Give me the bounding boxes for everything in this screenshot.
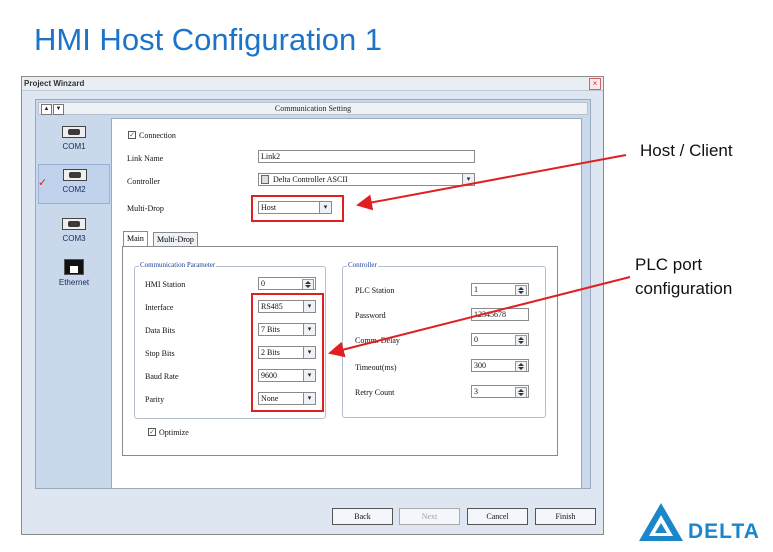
data-bits-label: Data Bits bbox=[145, 326, 175, 335]
serial-port-icon bbox=[63, 169, 87, 181]
hmi-station-input[interactable]: 0 bbox=[258, 277, 316, 290]
timeout-input[interactable]: 300 bbox=[471, 359, 529, 372]
communication-setting-label: Communication Setting bbox=[274, 104, 352, 113]
controller-value: Delta Controller ASCII bbox=[273, 175, 348, 184]
communication-setting-bar: ▲ ▼ Communication Setting bbox=[38, 102, 588, 115]
tab-main[interactable]: Main bbox=[123, 231, 148, 246]
multidrop-select[interactable]: Host ▾ bbox=[258, 201, 332, 214]
optimize-checkbox[interactable]: ✓ bbox=[148, 428, 156, 436]
spinner-icon[interactable] bbox=[515, 285, 527, 295]
finish-button[interactable]: Finish bbox=[535, 508, 596, 525]
interface-value: RS485 bbox=[261, 302, 283, 311]
cancel-button[interactable]: Cancel bbox=[467, 508, 528, 525]
chevron-down-icon[interactable]: ▾ bbox=[303, 301, 315, 312]
controller-label: Controller bbox=[127, 177, 160, 186]
plc-station-input[interactable]: 1 bbox=[471, 283, 529, 296]
link-name-label: Link Name bbox=[127, 154, 164, 163]
serial-port-icon bbox=[62, 126, 86, 138]
serial-port-icon bbox=[62, 218, 86, 230]
window-title-bar: Project Winzard × bbox=[22, 77, 603, 91]
multidrop-label: Multi-Drop bbox=[127, 204, 164, 213]
chevron-down-icon[interactable]: ▾ bbox=[303, 393, 315, 404]
next-button[interactable]: Next bbox=[399, 508, 460, 525]
parity-label: Parity bbox=[145, 395, 165, 404]
chevron-down-icon[interactable]: ▾ bbox=[303, 347, 315, 358]
group-title: Communication Parameter bbox=[139, 261, 217, 269]
port-com2[interactable]: ✓ COM2 bbox=[38, 164, 110, 204]
plc-station-value: 1 bbox=[474, 285, 478, 294]
data-bits-value: 7 Bits bbox=[261, 325, 280, 334]
port-label: COM1 bbox=[62, 142, 86, 151]
host-client-arrow bbox=[356, 154, 627, 211]
comm-delay-input[interactable]: 0 bbox=[471, 333, 529, 346]
password-label: Password bbox=[355, 311, 386, 320]
timeout-label: Timeout(ms) bbox=[355, 363, 397, 372]
baud-rate-value: 9600 bbox=[261, 371, 277, 380]
chevron-down-icon[interactable]: ▾ bbox=[303, 324, 315, 335]
stop-bits-label: Stop Bits bbox=[145, 349, 175, 358]
retry-count-value: 3 bbox=[474, 387, 478, 396]
plc-station-label: PLC Station bbox=[355, 286, 395, 295]
plc-port-arrow bbox=[328, 276, 631, 358]
password-input[interactable]: 12345678 bbox=[471, 308, 529, 321]
spinner-icon[interactable] bbox=[515, 387, 527, 397]
selected-check-icon: ✓ bbox=[38, 177, 48, 189]
close-icon[interactable]: × bbox=[589, 78, 601, 90]
slide-title: HMI Host Configuration 1 bbox=[34, 22, 383, 57]
interface-select[interactable]: RS485 ▾ bbox=[258, 300, 316, 313]
communication-parameter-group: Communication Parameter bbox=[134, 261, 326, 419]
data-bits-select[interactable]: 7 Bits ▾ bbox=[258, 323, 316, 336]
controller-select[interactable]: Delta Controller ASCII ▾ bbox=[258, 173, 475, 186]
chevron-down-icon[interactable]: ▾ bbox=[303, 370, 315, 381]
port-com3[interactable]: COM3 bbox=[38, 214, 110, 254]
stop-bits-value: 2 Bits bbox=[261, 348, 280, 357]
window-title: Project Winzard bbox=[24, 79, 85, 88]
spinner-icon[interactable] bbox=[302, 279, 314, 289]
connection-label: Connection bbox=[139, 131, 176, 140]
link-name-input[interactable]: Link2 bbox=[258, 150, 475, 163]
spinner-icon[interactable] bbox=[515, 361, 527, 371]
group-title: Controller bbox=[347, 261, 378, 269]
interface-label: Interface bbox=[145, 303, 174, 312]
parity-select[interactable]: None ▾ bbox=[258, 392, 316, 405]
multidrop-highlight bbox=[251, 195, 344, 222]
port-label: Ethernet bbox=[58, 278, 90, 287]
port-sidebar: COM1 ✓ COM2 COM3 Ethernet bbox=[38, 118, 110, 484]
chevron-down-icon[interactable]: ▾ bbox=[319, 202, 331, 213]
scroll-up-icon[interactable]: ▲ bbox=[41, 104, 52, 115]
delta-logo-text: DELTA bbox=[688, 520, 760, 543]
controller-device-icon bbox=[261, 175, 269, 184]
retry-count-input[interactable]: 3 bbox=[471, 385, 529, 398]
plc-port-annotation-line2: configuration bbox=[635, 279, 733, 298]
chevron-down-icon[interactable]: ▾ bbox=[462, 174, 474, 185]
host-client-annotation: Host / Client bbox=[640, 141, 733, 160]
plc-port-highlight bbox=[251, 293, 324, 412]
port-label: COM2 bbox=[62, 185, 86, 194]
scroll-down-icon[interactable]: ▼ bbox=[53, 104, 64, 115]
port-com1[interactable]: COM1 bbox=[38, 122, 110, 162]
comm-delay-value: 0 bbox=[474, 335, 478, 344]
optimize-label: Optimize bbox=[159, 428, 189, 437]
multidrop-value: Host bbox=[261, 203, 277, 212]
plc-port-annotation-line1: PLC port bbox=[635, 255, 703, 274]
connection-checkbox[interactable]: ✓ bbox=[128, 131, 136, 139]
hmi-station-value: 0 bbox=[261, 279, 265, 288]
retry-count-label: Retry Count bbox=[355, 388, 395, 397]
parity-value: None bbox=[261, 394, 279, 403]
back-button[interactable]: Back bbox=[332, 508, 393, 525]
ethernet-port-icon bbox=[64, 259, 84, 275]
port-ethernet[interactable]: Ethernet bbox=[38, 258, 110, 298]
port-label: COM3 bbox=[62, 234, 86, 243]
baud-rate-label: Baud Rate bbox=[145, 372, 179, 381]
hmi-station-label: HMI Station bbox=[145, 280, 186, 289]
stop-bits-select[interactable]: 2 Bits ▾ bbox=[258, 346, 316, 359]
tab-multi-drop[interactable]: Multi-Drop bbox=[153, 232, 198, 246]
spinner-icon[interactable] bbox=[515, 335, 527, 345]
delta-logo-icon bbox=[639, 503, 683, 541]
timeout-value: 300 bbox=[474, 361, 486, 370]
baud-rate-select[interactable]: 9600 ▾ bbox=[258, 369, 316, 382]
